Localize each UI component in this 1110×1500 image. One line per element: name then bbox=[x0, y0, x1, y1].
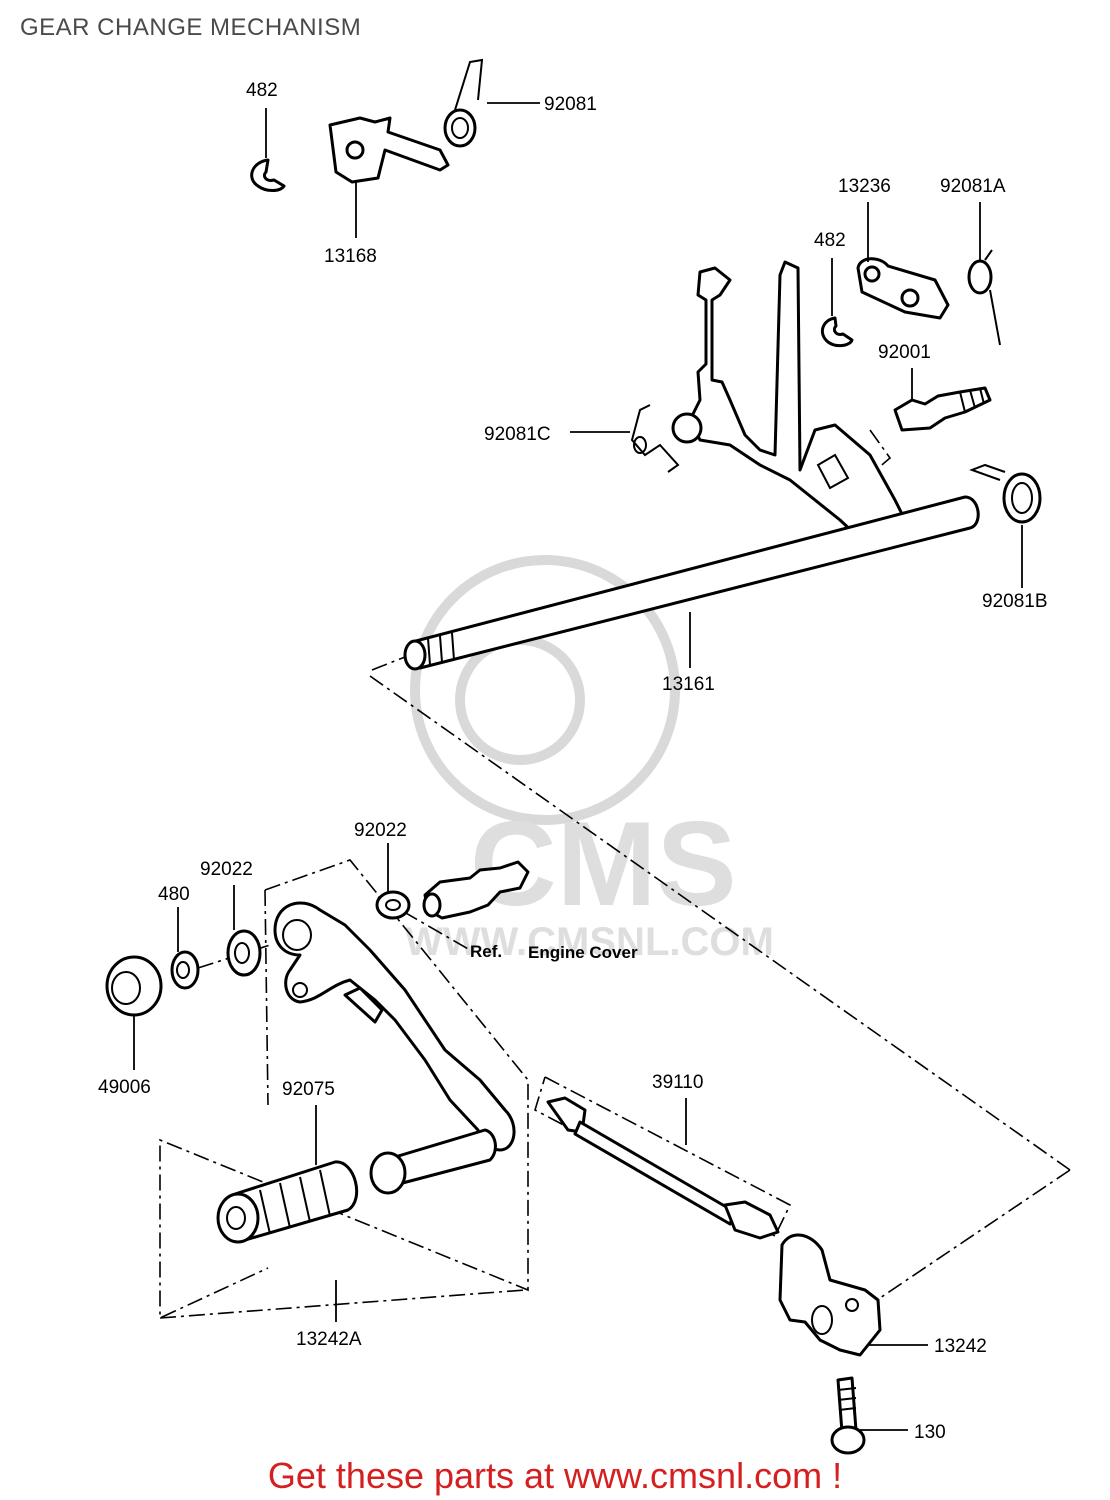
part-labels: 482 92081 13168 13236 92081A 482 92001 9… bbox=[98, 80, 1048, 1443]
label-92081C: 92081C bbox=[484, 424, 551, 445]
label-13242A: 13242A bbox=[296, 1329, 362, 1350]
label-49006: 49006 bbox=[98, 1077, 151, 1098]
label-13236: 13236 bbox=[838, 176, 891, 197]
watermark-url-text: WWW.CMSNL.COM bbox=[405, 920, 774, 964]
part-39110-tie-rod bbox=[546, 1096, 780, 1240]
dash-ref-line bbox=[377, 896, 471, 951]
label-92081B: 92081B bbox=[982, 591, 1048, 612]
label-13161: 13161 bbox=[662, 674, 715, 695]
footer-cta[interactable]: Get these parts at www.cmsnl.com ! bbox=[267, 1455, 843, 1496]
label-480: 480 bbox=[158, 884, 190, 905]
part-92075-rubber bbox=[216, 1160, 359, 1244]
label-92075: 92075 bbox=[282, 1079, 335, 1100]
leader-lines bbox=[133, 102, 1023, 1431]
label-92022-lower: 92022 bbox=[200, 859, 253, 880]
dash-pedal-bottom bbox=[159, 1289, 526, 1319]
label-482-top: 482 bbox=[246, 80, 278, 101]
dash-rod-box bbox=[534, 1076, 792, 1238]
label-130: 130 bbox=[914, 1422, 946, 1443]
watermark-face bbox=[455, 635, 585, 765]
label-92001: 92001 bbox=[878, 342, 931, 363]
dash-pedal-outline bbox=[159, 859, 529, 1320]
part-92081-spring bbox=[443, 58, 484, 148]
part-13236-plate bbox=[856, 257, 950, 320]
part-482-clip-right bbox=[820, 316, 854, 348]
watermark-circle bbox=[410, 555, 680, 825]
label-92081A: 92081A bbox=[940, 176, 1006, 197]
part-ref-engine-cover-shaft bbox=[422, 860, 530, 920]
part-92022-washer-upper bbox=[375, 890, 411, 920]
part-13242-clamp bbox=[778, 1233, 882, 1357]
part-482-clip-top bbox=[250, 158, 286, 192]
part-pedal-peg bbox=[369, 1128, 497, 1195]
part-13168-plate bbox=[328, 116, 450, 184]
dash-pedal-left bbox=[264, 889, 269, 1106]
label-13242: 13242 bbox=[934, 1336, 987, 1357]
part-92081A-spring bbox=[967, 249, 1001, 346]
part-49006-cap bbox=[105, 955, 163, 1017]
part-130-bolt bbox=[830, 1376, 866, 1455]
label-ref: Ref. bbox=[470, 942, 502, 961]
part-shift-arm-assembly bbox=[671, 260, 907, 550]
part-92001-bolt bbox=[893, 386, 992, 432]
part-92081B-spring bbox=[969, 463, 1042, 524]
label-92022-upper: 92022 bbox=[354, 820, 407, 841]
dash-to-clamp bbox=[879, 1169, 1071, 1299]
label-13168: 13168 bbox=[324, 246, 377, 267]
page-title: GEAR CHANGE MECHANISM bbox=[20, 14, 362, 41]
part-92081C-spring bbox=[630, 404, 680, 473]
dash-diagonal bbox=[369, 675, 1071, 1171]
part-480-clip bbox=[170, 950, 200, 990]
label-39110: 39110 bbox=[652, 1072, 703, 1093]
label-482-right: 482 bbox=[814, 230, 846, 251]
part-13242A-pedal-lever bbox=[273, 901, 516, 1152]
part-13161-shaft bbox=[403, 495, 980, 671]
label-92081: 92081 bbox=[544, 94, 597, 115]
part-92022-washer-lower bbox=[226, 929, 262, 977]
label-engine-cover: Engine Cover bbox=[528, 943, 638, 962]
